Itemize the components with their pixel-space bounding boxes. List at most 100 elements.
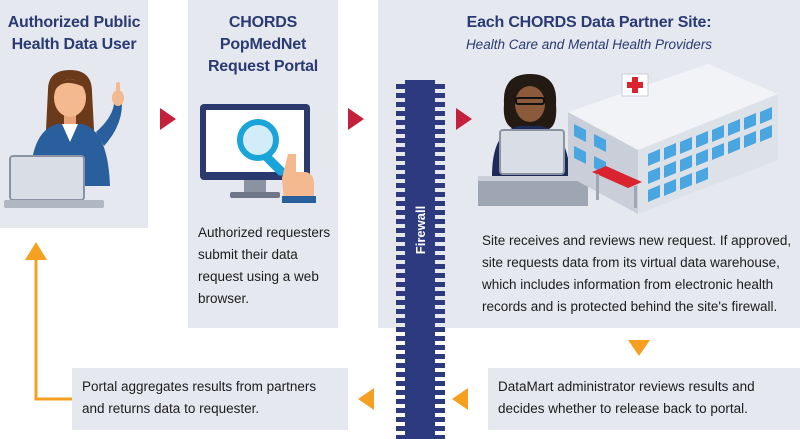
firewall-tooth: [396, 138, 406, 143]
arrow-portal-to-partner: [348, 108, 364, 130]
firewall-tooth: [435, 390, 445, 395]
firewall-tooth: [435, 327, 445, 332]
firewall-tooth: [435, 291, 445, 296]
hospital-windows: [574, 107, 772, 202]
firewall-tooth: [396, 93, 406, 98]
portal-monitor-illustration: [200, 104, 316, 203]
datamart-line1: DataMart administrator reviews results a…: [498, 379, 755, 394]
provider-illustration: [478, 74, 588, 206]
firewall-tooth: [435, 219, 445, 224]
firewall-tooth: [396, 183, 406, 188]
portal-desc-line4: browser.: [198, 291, 250, 306]
user-laptop-base: [4, 200, 104, 208]
firewall-tooth: [396, 156, 406, 161]
firewall-tooth: [396, 435, 406, 439]
firewall-tooth: [435, 120, 445, 125]
firewall-tooth: [435, 318, 445, 323]
portal-title-line3: Request Portal: [207, 58, 319, 75]
firewall-tooth: [396, 264, 406, 269]
firewall-tooth: [435, 354, 445, 359]
firewall-tooth: [396, 255, 406, 260]
firewall-tooth: [396, 201, 406, 206]
provider-laptop-screen: [499, 129, 565, 175]
partner-panel-subtitle: Health Care and Mental Health Providers: [465, 37, 713, 52]
portal-panel-title: CHORDS PopMedNet Request Portal: [188, 12, 338, 78]
firewall-tooth: [396, 84, 406, 89]
firewall-tooth: [435, 345, 445, 350]
user-title-line1: Authorized Public: [7, 14, 141, 31]
firewall-tooth: [396, 408, 406, 413]
firewall-tooth: [435, 111, 445, 116]
firewall-tooth: [435, 255, 445, 260]
user-face: [54, 79, 86, 117]
magnifier-lens: [237, 119, 279, 161]
firewall-tooth: [435, 363, 445, 368]
firewall-tooth: [435, 408, 445, 413]
partner-desc-line3: which includes information from electron…: [482, 277, 774, 292]
firewall-tooth: [396, 309, 406, 314]
firewall-tooth: [435, 84, 445, 89]
aggregate-box: [72, 368, 348, 430]
firewall-tooth: [396, 246, 406, 251]
portal-description: Authorized requesters submit their data …: [198, 222, 334, 310]
firewall-tooth: [435, 138, 445, 143]
firewall-tooth: [435, 336, 445, 341]
firewall-tooth: [396, 354, 406, 359]
firewall-tooth: [435, 426, 445, 431]
hospital-building-illustration: [568, 64, 778, 214]
firewall-tooth: [396, 363, 406, 368]
firewall-tooth: [396, 165, 406, 170]
return-arrow-line: [34, 256, 72, 401]
firewall-tooth: [396, 237, 406, 242]
firewall-tooth: [396, 327, 406, 332]
arrow-firewall-to-site: [456, 108, 472, 130]
user-panel-title: Authorized Public Health Data User: [0, 12, 148, 56]
firewall-tooth: [435, 246, 445, 251]
datamart-box: [488, 368, 800, 430]
partner-description: Site receives and reviews new request. I…: [482, 230, 798, 318]
firewall-tooth: [435, 372, 445, 377]
datamart-text: DataMart administrator reviews results a…: [498, 376, 798, 420]
firewall-tooth: [396, 291, 406, 296]
arrow-datamart-to-firewall: [452, 388, 468, 410]
firewall-tooth: [396, 192, 406, 197]
firewall-tooth: [435, 417, 445, 422]
firewall-tooth: [435, 282, 445, 287]
firewall-tooth: [435, 381, 445, 386]
firewall-bar: [405, 80, 435, 439]
firewall-tooth: [396, 345, 406, 350]
firewall-tooth: [396, 111, 406, 116]
firewall-tooth: [435, 228, 445, 233]
portal-desc-line1: Authorized requesters: [198, 225, 331, 240]
aggregate-line2: and returns data to requester.: [82, 401, 260, 416]
portal-title-line2: PopMedNet: [219, 36, 307, 53]
partner-desc-line2: site requests data from its virtual data…: [482, 255, 780, 270]
firewall-tooth: [435, 102, 445, 107]
portal-desc-line3: request using a web: [198, 269, 319, 284]
aggregate-text: Portal aggregates results from partners …: [82, 376, 346, 420]
firewall-tooth: [435, 210, 445, 215]
clicking-hand: [282, 154, 314, 202]
firewall-tooth: [435, 156, 445, 161]
firewall-tooth: [396, 120, 406, 125]
partner-desc-line4: records and is protected behind the site…: [482, 299, 778, 314]
user-raised-arm: [96, 104, 122, 146]
monitor-stand: [230, 192, 280, 198]
partner-panel-title: Each CHORDS Data Partner Site:: [466, 14, 712, 31]
firewall-tooth: [435, 309, 445, 314]
provider-glasses: [515, 97, 545, 105]
firewall-teeth: [396, 84, 445, 439]
firewall-tooth: [435, 237, 445, 242]
firewall-tooth: [435, 183, 445, 188]
user-hand: [112, 90, 124, 106]
firewall-tooth: [435, 201, 445, 206]
firewall: [396, 80, 445, 439]
firewall-tooth: [435, 273, 445, 278]
firewall-tooth: [396, 381, 406, 386]
firewall-tooth: [435, 399, 445, 404]
arrow-site-to-datamart: [628, 340, 650, 356]
user-title-line2: Health Data User: [11, 36, 137, 53]
firewall-tooth: [396, 282, 406, 287]
firewall-tooth: [435, 300, 445, 305]
firewall-tooth: [396, 336, 406, 341]
